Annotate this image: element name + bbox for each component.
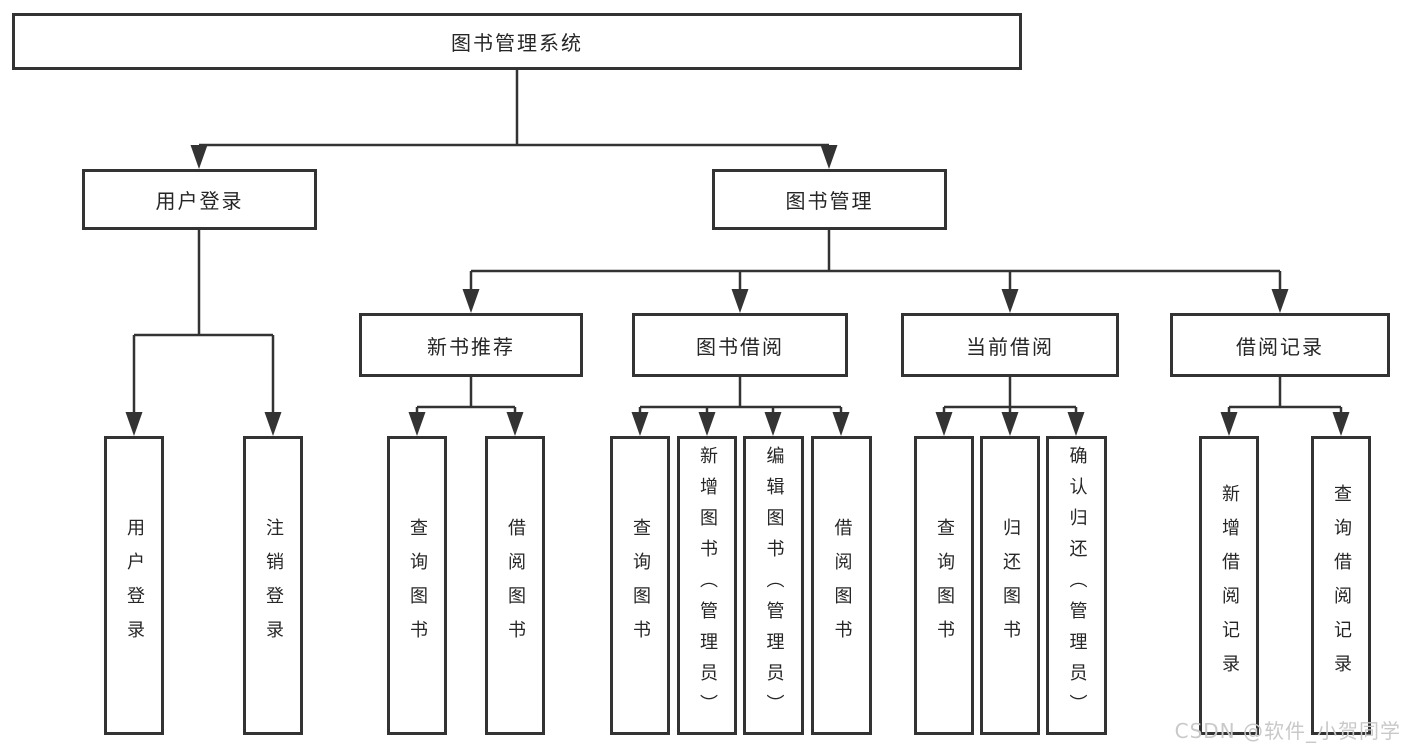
leaf-borrow-books-label: 借阅图书 (831, 517, 853, 654)
node-book-borrow-label: 图书借阅 (696, 334, 784, 359)
leaf-return-book-label: 归还图书 (1000, 517, 1021, 654)
leaf-confirm-return-admin-label: 确认归还（管理员） (1066, 446, 1088, 725)
leaf-borrow-books: 借阅图书 (811, 436, 872, 735)
leaf-current-query-books: 查询图书 (914, 436, 974, 735)
csdn-watermark: CSDN @软件_小贺同学 (1174, 719, 1401, 743)
node-book-borrow: 图书借阅 (632, 313, 848, 377)
leaf-logout: 注销登录 (243, 436, 303, 735)
leaf-add-borrow-record-label: 新增借阅记录 (1219, 483, 1240, 688)
leaf-borrow-query-books: 查询图书 (610, 436, 670, 735)
leaf-edit-book-admin: 编辑图书（管理员） (743, 436, 804, 735)
node-user-login: 用户登录 (82, 169, 317, 230)
node-book-management-label: 图书管理 (785, 189, 874, 213)
node-system-root: 图书管理系统 (12, 13, 1022, 70)
leaf-recommend-query-books-label: 查询图书 (407, 517, 428, 654)
node-borrow-records-label: 借阅记录 (1236, 334, 1324, 359)
leaf-recommend-borrow-books-label: 借阅图书 (505, 517, 526, 654)
leaf-current-query-books-label: 查询图书 (934, 517, 955, 654)
leaf-add-borrow-record: 新增借阅记录 (1199, 436, 1259, 735)
node-new-book-recommend-label: 新书推荐 (427, 334, 515, 359)
leaf-return-book: 归还图书 (980, 436, 1040, 735)
leaf-query-borrow-record-label: 查询借阅记录 (1331, 483, 1352, 688)
node-current-borrow-label: 当前借阅 (966, 334, 1054, 359)
leaf-edit-book-admin-label: 编辑图书（管理员） (763, 446, 785, 725)
node-current-borrow: 当前借阅 (901, 313, 1119, 377)
leaf-add-book-admin: 新增图书（管理员） (677, 436, 737, 735)
node-book-management: 图书管理 (712, 169, 947, 230)
arrowheads (125, 145, 1350, 436)
node-system-root-label: 图书管理系统 (451, 31, 583, 55)
leaf-recommend-query-books: 查询图书 (387, 436, 447, 735)
node-borrow-records: 借阅记录 (1170, 313, 1390, 377)
leaf-query-borrow-record: 查询借阅记录 (1311, 436, 1371, 735)
leaf-logout-label: 注销登录 (263, 517, 284, 654)
leaf-borrow-query-books-label: 查询图书 (630, 517, 651, 654)
node-user-login-label: 用户登录 (155, 189, 244, 213)
leaf-user-login: 用户登录 (104, 436, 164, 735)
leaf-recommend-borrow-books: 借阅图书 (485, 436, 545, 735)
node-new-book-recommend: 新书推荐 (359, 313, 583, 377)
leaf-confirm-return-admin: 确认归还（管理员） (1046, 436, 1107, 735)
leaf-user-login-label: 用户登录 (124, 517, 145, 654)
leaf-add-book-admin-label: 新增图书（管理员） (697, 446, 718, 725)
